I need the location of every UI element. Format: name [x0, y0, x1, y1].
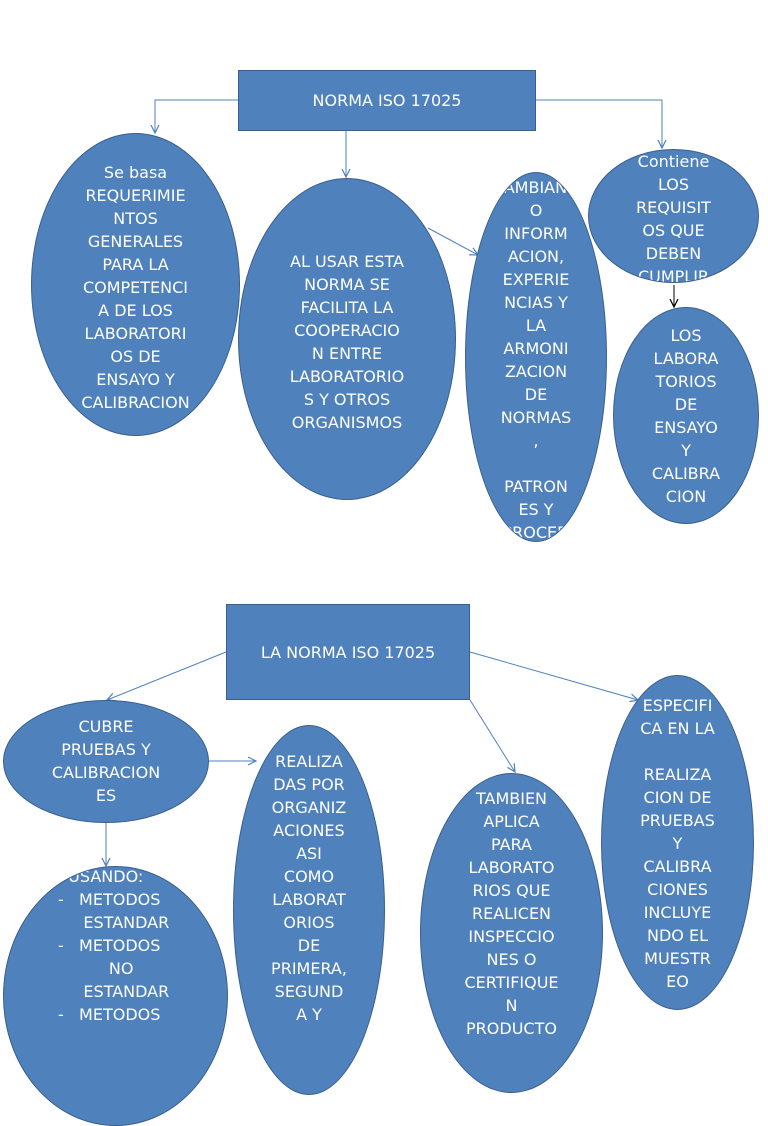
node-contiene-text: Contiene LOS REQUISIT OS QUE DEBEN CUMPL…	[636, 152, 711, 283]
node-usando: USANDO: - METODOS ESTANDAR - METODOS NO …	[3, 866, 228, 1126]
connector-title2-to-cubre	[107, 651, 227, 700]
title-box-1: NORMA ISO 17025	[238, 70, 536, 131]
node-cambiando: CAMBIAND O INFORM ACION, EXPERIE NCIAS Y…	[465, 172, 607, 542]
connector-lines	[0, 99, 768, 1024]
node-se-basa-text: Se basa REQUERIMIE NTOS GENERALES PARA L…	[81, 163, 190, 412]
node-usando-text: USANDO: - METODOS ESTANDAR - METODOS NO …	[58, 867, 170, 1024]
node-realizadas: REALIZA DAS POR ORGANIZ ACIONES ASI COMO…	[233, 725, 385, 1095]
connector-title-to-left	[155, 99, 238, 133]
node-laboratorios: LOS LABORA TORIOS DE ENSAYO Y CALIBRA CI…	[613, 307, 759, 524]
connector-title2-to-tambien	[469, 699, 515, 772]
node-especifica-text: ESPECIFI CA EN LA REALIZA CION DE PRUEBA…	[640, 696, 715, 991]
node-se-basa: Se basa REQUERIMIE NTOS GENERALES PARA L…	[31, 133, 240, 436]
connector-center-to-right	[427, 227, 478, 255]
connector-title-to-contiene	[536, 99, 662, 148]
node-tambien: TAMBIEN APLICA PARA LABORATO RIOS QUE RE…	[420, 773, 603, 1093]
node-cambiando-text: CAMBIAND O INFORM ACION, EXPERIE NCIAS Y…	[492, 178, 580, 542]
title-text-1: NORMA ISO 17025	[312, 91, 462, 110]
node-cooperacion-text: AL USAR ESTA NORMA SE FACILITA LA COOPER…	[289, 252, 405, 432]
connector-title2-to-especifica	[469, 651, 638, 700]
node-especifica: ESPECIFI CA EN LA REALIZA CION DE PRUEBA…	[601, 675, 754, 1010]
node-realizadas-text: REALIZA DAS POR ORGANIZ ACIONES ASI COMO…	[271, 752, 347, 1024]
title-box-2: LA NORMA ISO 17025	[226, 604, 470, 700]
node-cubre: CUBRE PRUEBAS Y CALIBRACION ES	[3, 700, 209, 823]
node-tambien-text: TAMBIEN APLICA PARA LABORATO RIOS QUE RE…	[464, 789, 559, 1038]
node-cooperacion: AL USAR ESTA NORMA SE FACILITA LA COOPER…	[238, 178, 456, 500]
title-text-2: LA NORMA ISO 17025	[260, 642, 436, 662]
node-laboratorios-text: LOS LABORA TORIOS DE ENSAYO Y CALIBRA CI…	[651, 326, 721, 506]
node-contiene: Contiene LOS REQUISIT OS QUE DEBEN CUMPL…	[588, 149, 759, 283]
node-cubre-text: CUBRE PRUEBAS Y CALIBRACION ES	[51, 717, 161, 805]
